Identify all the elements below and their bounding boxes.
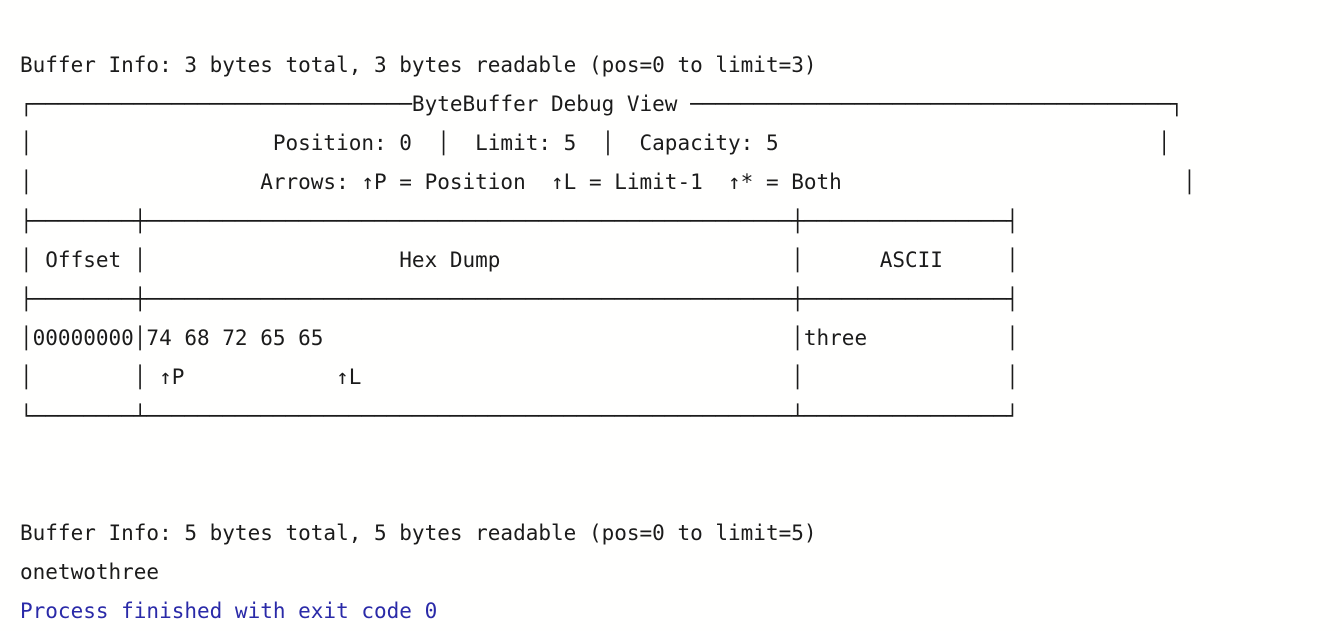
console-line-box-meta-arrows: │ Arrows: ↑P = Position ↑L = Limit-1 ↑* … [20, 170, 1196, 194]
console-line-spacer-1 [20, 436, 1330, 475]
console-line-table-arrow-row: │ │ ↑P ↑L │ │ [20, 365, 1019, 389]
console-line-buffer-info-first: Buffer Info: 3 bytes total, 3 bytes read… [20, 53, 817, 77]
console-output-panel[interactable]: Buffer Info: 3 bytes total, 3 bytes read… [20, 46, 1330, 631]
console-line-box-meta-position: │ Position: 0 │ Limit: 5 │ Capacity: 5 │ [20, 131, 1171, 155]
console-line-table-rule-bottom: └────────┴──────────────────────────────… [20, 404, 1019, 428]
console-line-box-top: ┌──────────────────────────────ByteBuffe… [20, 92, 1184, 116]
console-line-table-rule-top: ├────────┼──────────────────────────────… [20, 209, 1019, 233]
console-line-table-header: │ Offset │ Hex Dump │ ASCII │ [20, 248, 1019, 272]
console-line-spacer-2 [20, 475, 1330, 514]
console-line-process-exit: Process finished with exit code 0 [20, 599, 438, 623]
console-line-buffer-info-second: Buffer Info: 5 bytes total, 5 bytes read… [20, 521, 817, 545]
console-line-table-data-row: │00000000│74 68 72 65 65 │three │ [20, 326, 1019, 350]
console-line-table-rule-mid: ├────────┼──────────────────────────────… [20, 287, 1019, 311]
console-line-concatenated-output: onetwothree [20, 560, 160, 584]
